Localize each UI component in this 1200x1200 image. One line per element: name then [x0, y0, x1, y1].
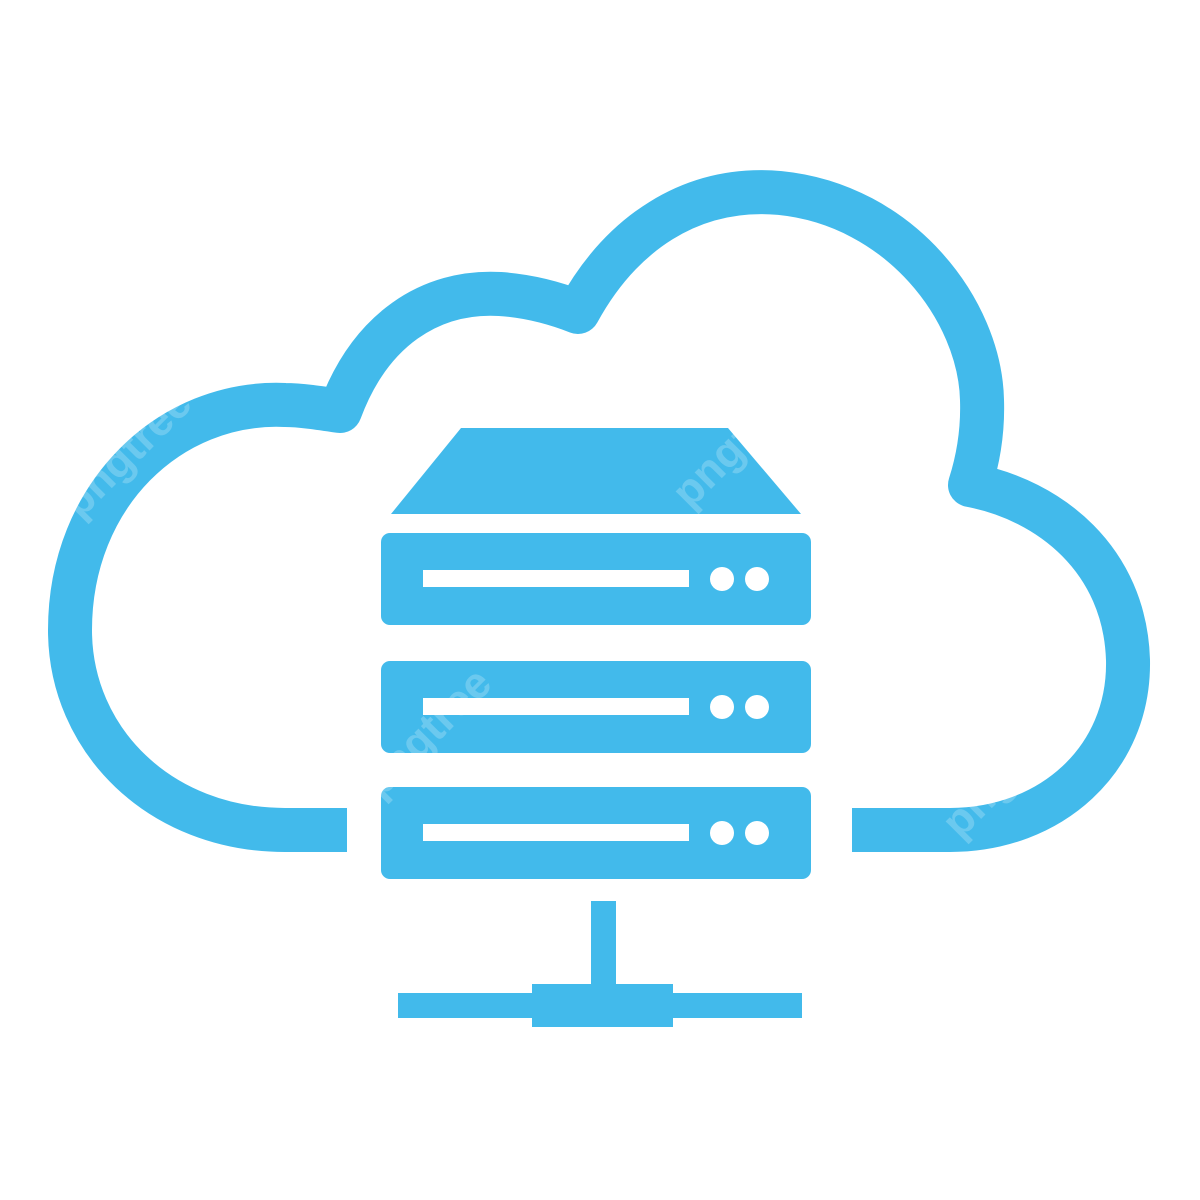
drive-slot-3 — [423, 824, 689, 841]
network-connector-icon — [398, 901, 802, 1027]
server-unit-2 — [381, 661, 811, 753]
status-light-1a — [710, 567, 734, 591]
status-light-3a — [710, 821, 734, 845]
status-light-2a — [710, 695, 734, 719]
status-light-3b — [745, 821, 769, 845]
drive-slot-2 — [423, 698, 689, 715]
status-light-1b — [745, 567, 769, 591]
drive-slot-1 — [423, 570, 689, 587]
status-light-2b — [745, 695, 769, 719]
server-unit-1 — [381, 533, 811, 625]
cloud-outline — [48, 170, 1151, 852]
server-unit-3 — [381, 787, 811, 879]
server-top-icon — [391, 428, 801, 514]
